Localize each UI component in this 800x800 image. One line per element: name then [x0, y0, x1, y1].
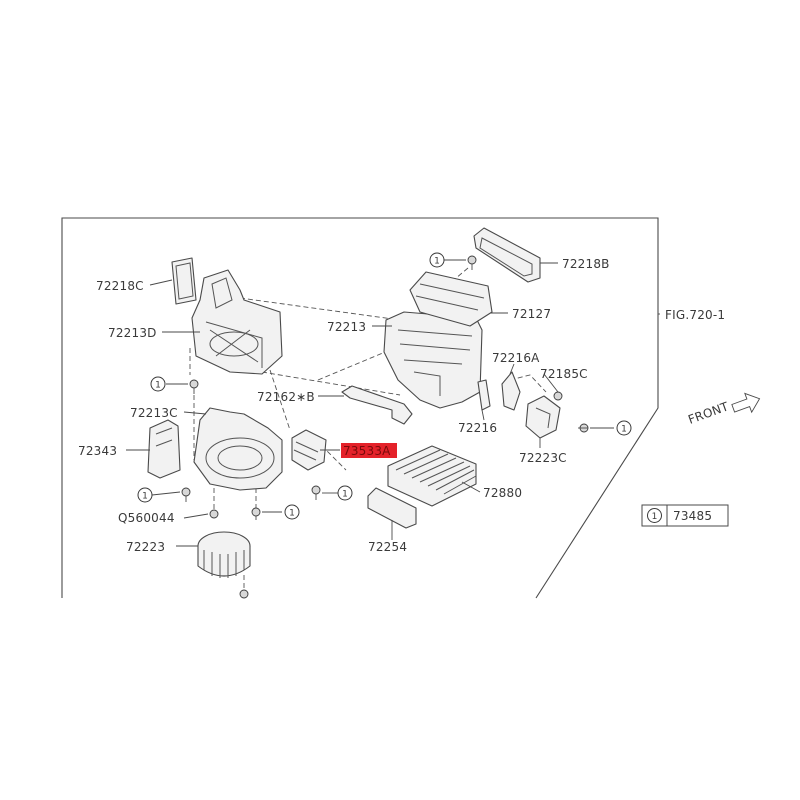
gasket-72218b[interactable]	[473, 227, 541, 283]
screw-icon	[239, 589, 249, 599]
svg-text:1: 1	[434, 257, 440, 267]
label-73533a-highlight[interactable]: 73533A	[341, 443, 397, 458]
front-indicator: FRONT	[686, 392, 761, 427]
filter-cover-72254[interactable]	[367, 487, 417, 529]
heater-case-72213[interactable]	[383, 311, 483, 409]
label-72223c[interactable]: 72223C	[519, 451, 567, 465]
label-72213[interactable]: 72213	[327, 320, 366, 334]
filter-72880[interactable]	[387, 445, 477, 507]
label-72127[interactable]: 72127	[512, 307, 551, 321]
blower-motor-72223[interactable]	[197, 531, 251, 578]
legend-part-73485: 73485	[673, 509, 712, 523]
label-72216a[interactable]: 72216A	[492, 351, 540, 365]
legend-box: 1 73485	[641, 504, 729, 527]
screw-icon	[181, 487, 191, 502]
svg-text:1: 1	[155, 381, 161, 391]
front-arrow-icon	[731, 392, 761, 414]
actuator-72223c[interactable]	[525, 395, 561, 439]
gasket-72218c[interactable]	[171, 257, 197, 305]
duct-72162b[interactable]	[341, 385, 413, 425]
label-72218c[interactable]: 72218C	[96, 279, 144, 293]
screw-icon	[467, 255, 477, 270]
blower-housing-72213c[interactable]	[193, 407, 283, 491]
label-72216[interactable]: 72216	[458, 421, 497, 435]
label-q560044[interactable]: Q560044	[118, 511, 175, 525]
label-72343[interactable]: 72343	[78, 444, 117, 458]
door-72127[interactable]	[409, 271, 493, 327]
screw-icon	[553, 391, 563, 401]
circled-one-icon: 1	[150, 376, 166, 392]
svg-text:1: 1	[289, 509, 295, 519]
link-72216[interactable]	[477, 379, 491, 411]
svg-text:1: 1	[621, 425, 627, 435]
label-72223[interactable]: 72223	[126, 540, 165, 554]
circled-one-icon: 1	[647, 508, 662, 523]
label-fig-720-1[interactable]: FIG.720-1	[665, 308, 725, 322]
svg-text:1: 1	[652, 512, 658, 522]
screw-icon	[311, 485, 321, 500]
label-72218b[interactable]: 72218B	[562, 257, 610, 271]
svg-text:1: 1	[342, 490, 348, 500]
circled-one-icon: 1	[616, 420, 632, 436]
leader-lines	[126, 259, 660, 547]
label-72213c[interactable]: 72213C	[130, 406, 178, 420]
screw-icon	[189, 379, 199, 394]
circled-one-icon: 1	[429, 252, 445, 268]
label-72880[interactable]: 72880	[483, 486, 522, 500]
label-72162b[interactable]: 72162∗B	[257, 390, 315, 404]
label-72213d[interactable]: 72213D	[108, 326, 157, 340]
intake-housing-72213d[interactable]	[191, 269, 283, 375]
screw-icon	[209, 509, 219, 519]
circled-one-icon: 1	[337, 485, 353, 501]
screw-icon	[578, 423, 589, 433]
label-72254[interactable]: 72254	[368, 540, 407, 554]
svg-text:1: 1	[142, 492, 148, 502]
screw-icon	[251, 507, 261, 520]
circled-one-icon: 1	[137, 487, 153, 503]
resistor-73533a[interactable]	[291, 429, 327, 471]
label-73533a: 73533A	[343, 444, 391, 458]
label-72185c[interactable]: 72185C	[540, 367, 588, 381]
screws	[181, 255, 589, 599]
figure-frame	[61, 217, 659, 599]
front-label: FRONT	[686, 399, 731, 427]
actuator-arm-72216a[interactable]	[501, 371, 521, 411]
circled-one-icon: 1	[284, 504, 300, 520]
bracket-72343[interactable]	[147, 419, 181, 479]
